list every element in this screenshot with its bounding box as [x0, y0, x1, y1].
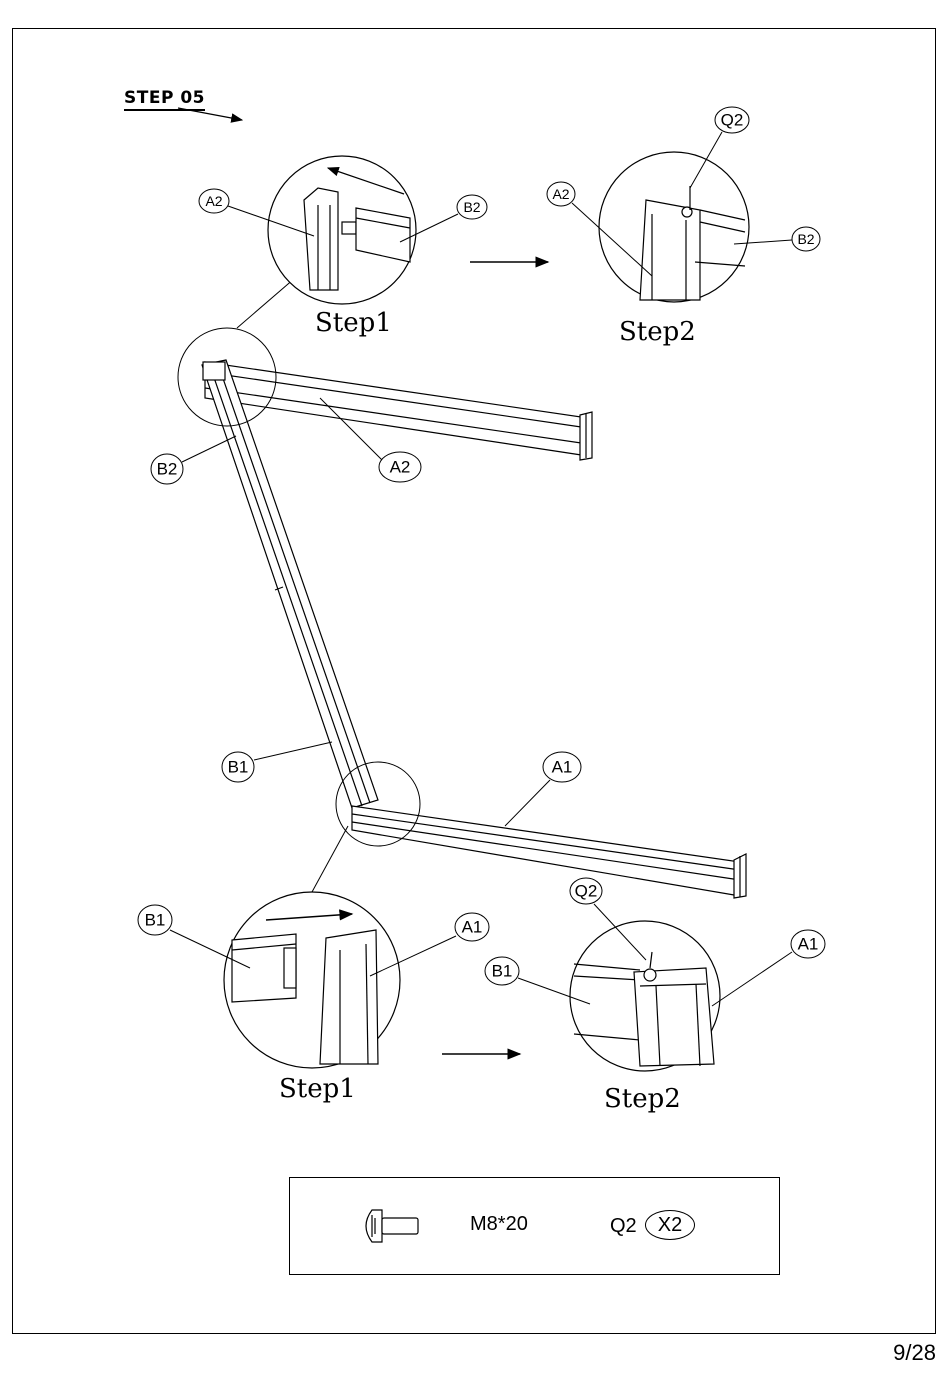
label-b2-main: B2	[157, 460, 178, 479]
bottom-step2-label: Step2	[604, 1084, 681, 1114]
top-connector-line	[237, 278, 295, 328]
bottom-connector-line	[312, 826, 348, 892]
bottom-step1-detail	[224, 892, 400, 1068]
leg-b	[202, 360, 378, 808]
label-b2-top-step2: B2	[797, 231, 814, 247]
step-title: STEP 05	[124, 88, 205, 111]
label-q2-top: Q2	[721, 111, 744, 130]
label-b1-main: B1	[228, 758, 249, 777]
label-q2-bottom: Q2	[575, 882, 598, 901]
top-step1-label: Step1	[315, 308, 392, 338]
label-b1-bottom-step1: B1	[145, 911, 166, 930]
label-a2-top-step1: A2	[205, 193, 222, 209]
hardware-code: Q2	[610, 1215, 637, 1238]
hardware-quantity-badge: X2	[645, 1210, 695, 1240]
label-b2-top-step1: B2	[463, 199, 480, 215]
beam-a2	[205, 362, 592, 460]
label-a1-main: A1	[552, 758, 573, 777]
top-step2-label: Step2	[619, 317, 696, 347]
bottom-step2-detail	[570, 921, 720, 1071]
label-a1-bottom-step1: A1	[462, 918, 483, 937]
hardware-spec: M8*20	[470, 1213, 528, 1236]
beam-a1	[352, 806, 746, 898]
label-a2-top-step2: A2	[552, 186, 569, 202]
hardware-box	[289, 1177, 780, 1275]
label-a2-main: A2	[390, 458, 411, 477]
bottom-step1-label: Step1	[279, 1074, 356, 1104]
top-step1-detail	[268, 156, 416, 304]
top-step2-detail	[599, 152, 749, 302]
label-a1-bottom-step2: A1	[798, 935, 819, 954]
page-number: 9/28	[893, 1340, 936, 1366]
label-b1-bottom-step2: B1	[492, 962, 513, 981]
